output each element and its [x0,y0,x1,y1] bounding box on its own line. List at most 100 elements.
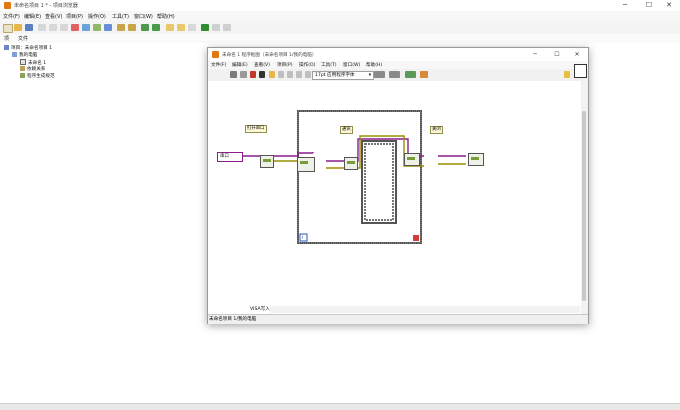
bd-menu-project[interactable]: 项目(P) [277,63,293,68]
dependencies-icon[interactable] [117,24,125,31]
bd-minimize-button[interactable]: ─ [533,51,537,58]
build-icon[interactable] [93,24,101,31]
stop-terminal [413,235,419,241]
bd-maximize-button[interactable]: ☐ [554,51,560,58]
highlight-execution-icon[interactable] [269,71,275,78]
main-title-bar: 未命名项目 1 * - 项目浏览器 ─ ☐ ✕ [0,0,680,11]
tools-icon[interactable] [128,24,136,31]
add-file-icon[interactable] [104,24,112,31]
menu-tools[interactable]: 工具(T) [112,14,129,20]
horizontal-scrollbar[interactable] [270,306,580,313]
step-out-icon[interactable] [305,71,311,78]
diagram-wires [234,110,466,244]
save-icon[interactable] [25,24,33,31]
paste-icon[interactable] [60,24,68,31]
tree-item-dependencies[interactable]: 依赖关系 [20,66,45,72]
block-diagram-canvas[interactable]: i 打开串口 通讯 关闭 串口 [208,81,581,314]
run-arrow-icon[interactable] [230,71,237,78]
expand-icon[interactable] [141,24,149,31]
checkmark-icon[interactable] [201,24,209,31]
iteration-label: i [302,235,304,241]
menu-edit[interactable]: 编辑(E) [24,14,42,20]
filter-icon[interactable] [188,24,196,31]
menu-window[interactable]: 窗口(W) [134,14,153,20]
bd-window-title: 未命名 1 程序框图（未命名项目 1/我的电脑） [222,53,317,58]
flat-sequence-structure [297,110,422,244]
chevron-down-icon: ▾ [368,73,371,78]
context-help-icon[interactable] [223,24,231,31]
main-window-title: 未命名项目 1 * - 项目浏览器 [14,3,78,9]
tree-item-vi[interactable]: 未命名 1 [20,59,46,66]
step-over-icon[interactable] [296,71,302,78]
vi-connector-icon[interactable] [574,64,587,78]
visa-write-vi[interactable] [297,157,315,172]
run-continuously-icon[interactable] [240,71,247,78]
bd-title-bar: 未命名 1 程序框图（未命名项目 1/我的电脑） ─ ☐ ✕ [208,48,588,61]
open-folder-icon[interactable] [14,24,22,31]
folder-icon[interactable] [166,24,174,31]
main-toolbar [0,21,680,35]
block-diagram-window: 未命名 1 程序框图（未命名项目 1/我的电脑） ─ ☐ ✕ 文件(F) 编辑(… [207,47,589,324]
auto-folder-icon[interactable] [177,24,185,31]
visa-configure-serial-port-vi[interactable] [260,155,274,168]
maximize-button[interactable]: ☐ [645,1,653,9]
serial-control-terminal[interactable]: 串口 [217,152,243,162]
visa-close-vi[interactable] [468,153,484,166]
while-loop-frame [361,140,397,224]
tree-item-project[interactable]: 项目：未命名项目 1 [4,45,52,51]
label-communicate[interactable]: 通讯 [340,126,353,134]
abort-icon[interactable] [250,71,256,78]
bd-menu-file[interactable]: 文件(F) [211,63,227,68]
copy-icon[interactable] [49,24,57,31]
reorder-icon[interactable] [405,71,416,78]
project-settings-icon[interactable] [82,24,90,31]
label-open-serial[interactable]: 打开串口 [245,125,267,133]
tab-files[interactable]: 文件 [18,36,29,42]
context-help-icon[interactable] [564,71,570,78]
tree-item-build-specs[interactable]: 程序生成规范 [20,73,55,79]
visa-write-caption: VISA写入 [250,307,270,312]
menu-file[interactable]: 文件(F) [3,14,20,20]
labview-app-icon [4,2,11,9]
vertical-scrollbar[interactable] [581,81,588,314]
bd-menu-tools[interactable]: 工具(T) [321,63,337,68]
bd-menu-operate[interactable]: 操作(O) [299,63,316,68]
bd-menu-edit[interactable]: 编辑(E) [232,63,248,68]
align-objects-icon[interactable] [374,71,385,78]
visa-bytes-at-port-vi[interactable] [404,153,420,166]
status-path: 未命名项目 1/我的电脑 [209,317,257,322]
bd-close-button[interactable]: ✕ [574,51,580,58]
new-icon[interactable] [3,24,13,33]
step-into-icon[interactable] [287,71,293,78]
collapse-icon[interactable] [152,24,160,31]
menu-help[interactable]: 帮助(H) [157,14,175,20]
minimize-button[interactable]: ─ [622,1,628,9]
pause-icon[interactable] [259,71,265,78]
bd-menu-view[interactable]: 查看(V) [254,63,270,68]
tab-items[interactable]: 项 [4,36,10,42]
menu-project[interactable]: 项目(P) [66,14,83,20]
close-button[interactable]: ✕ [666,1,672,9]
menu-operate[interactable]: 操作(O) [88,14,106,20]
retain-wire-values-icon[interactable] [278,71,284,78]
bd-menu-window[interactable]: 窗口(W) [343,63,361,68]
help-icon[interactable] [212,24,220,31]
vi-icon [20,59,26,65]
cut-icon[interactable] [38,24,46,31]
bd-menu-bar: 文件(F) 编辑(E) 查看(V) 项目(P) 操作(O) 工具(T) 窗口(W… [208,61,588,69]
labview-app-icon [212,51,219,58]
bd-status-bar: 未命名项目 1/我的电脑 [208,314,588,324]
clean-up-diagram-icon[interactable] [420,71,428,78]
distribute-objects-icon[interactable] [389,71,400,78]
visa-read-vi[interactable] [344,157,358,170]
delete-icon[interactable] [71,24,79,31]
label-close[interactable]: 关闭 [430,126,443,134]
font-select[interactable]: 17pt 应用程序字体▾ [312,71,374,80]
dependencies-tree-icon [20,66,25,71]
iteration-terminal [299,233,308,242]
taskbar-edge [0,403,680,410]
tree-item-my-computer[interactable]: 我的电脑 [12,52,37,58]
menu-view[interactable]: 查看(V) [45,14,63,20]
bd-menu-help[interactable]: 帮助(H) [366,63,383,68]
scrollbar-thumb[interactable] [582,111,586,301]
